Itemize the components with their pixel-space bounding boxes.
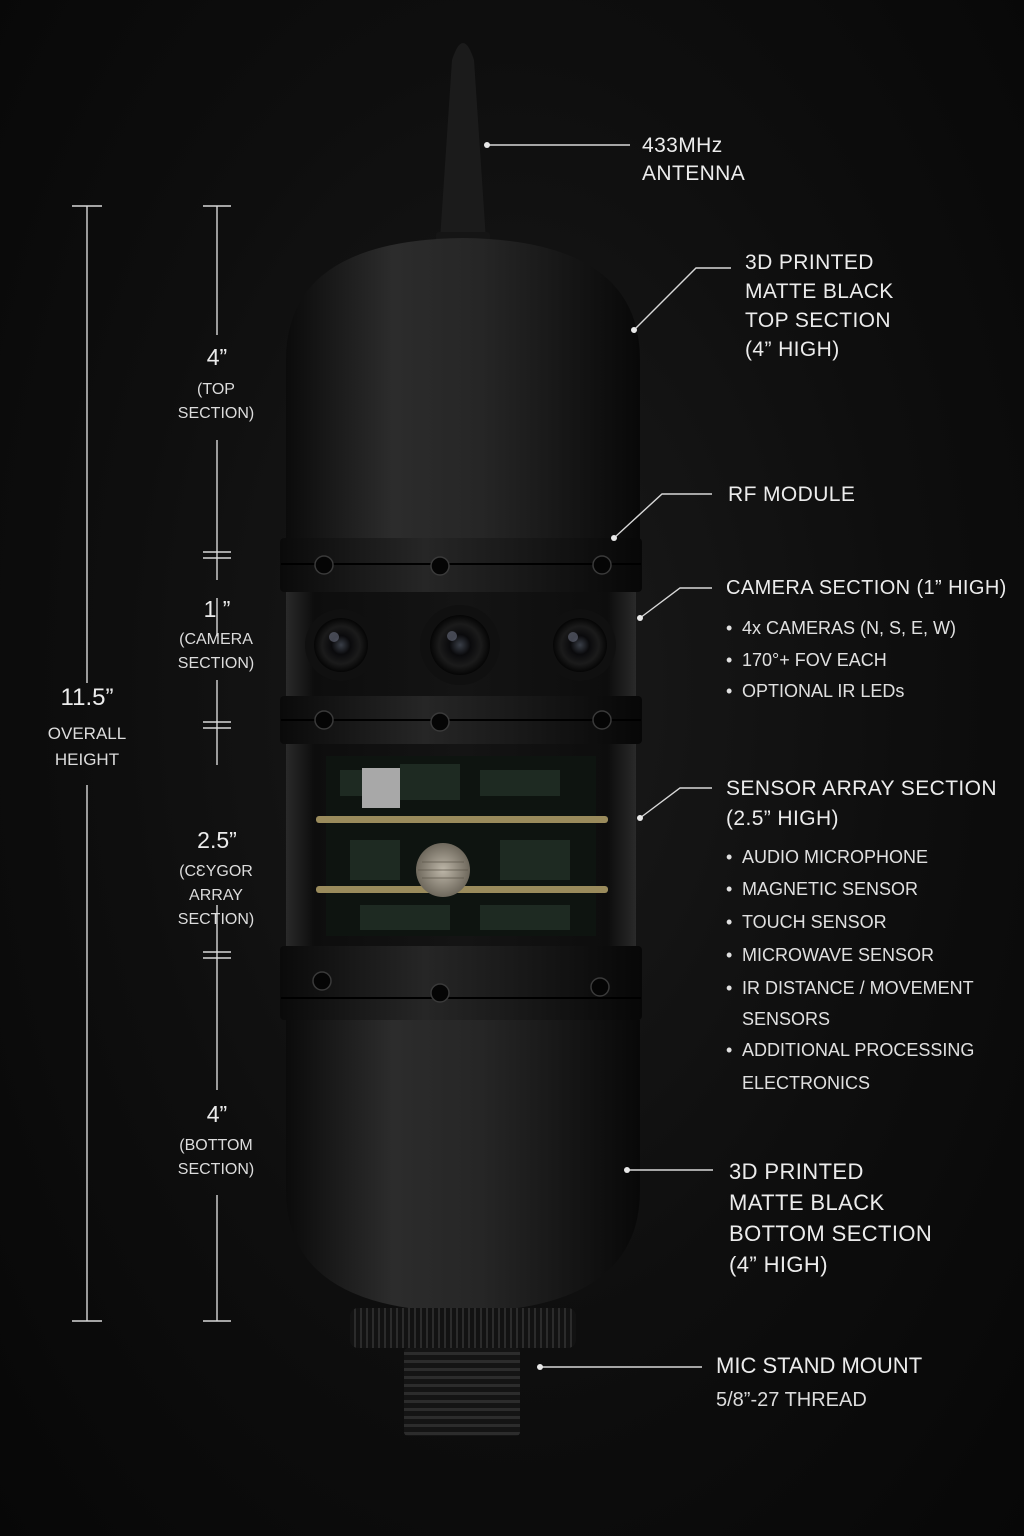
sensor-section-dim-caption: (CƐYGOR ARRAY SECTION) (151, 860, 281, 932)
dim-caption-line: (CAMERA (179, 631, 253, 648)
top-section-callout: 3D PRINTED MATTE BLACK TOP SECTION (4” H… (745, 248, 894, 364)
camera-section-dim-value: 1 ” (203, 596, 231, 622)
callout-line: MATTE BLACK (729, 1190, 885, 1215)
bottom-section-dim-caption: (BOTTOM SECTION) (151, 1134, 281, 1182)
sensor-bullet: MICROWAVE SENSOR (726, 945, 934, 966)
camera-section-title: CAMERA SECTION (1” HIGH) (726, 577, 1007, 599)
mic-stand-mount-title: MIC STAND MOUNT (716, 1353, 923, 1378)
bottom-section-dim-value: 4” (206, 1101, 228, 1127)
antenna-callout: 433MHz ANTENNA (642, 132, 745, 188)
callout-line: 3D PRINTED (729, 1159, 864, 1184)
camera-section-dim-caption: (CAMERA SECTION) (151, 628, 281, 676)
camera-bullet: 4x CAMERAS (N, S, E, W) (726, 618, 956, 639)
overall-caption-line: OVERALL (47, 724, 127, 743)
top-section-dim-value: 4” (206, 344, 228, 370)
callout-line: (4” HIGH) (745, 338, 840, 361)
dim-caption-line: (TOP (197, 381, 235, 398)
camera-bullet: 170°+ FOV EACH (726, 650, 887, 671)
dim-caption-line: SECTION) (177, 1161, 255, 1178)
callout-line: TOP SECTION (745, 309, 891, 332)
dim-caption-line: (CƐYGOR ARRAY (179, 863, 253, 904)
callout-line: MATTE BLACK (745, 280, 894, 303)
overall-caption-line: HEIGHT (54, 749, 120, 769)
bottom-section-callout: 3D PRINTED MATTE BLACK BOTTOM SECTION (4… (729, 1156, 932, 1280)
rf-module-callout: RF MODULE (728, 483, 856, 506)
dim-caption-line: (BOTTOM (179, 1137, 253, 1154)
overall-height-caption: OVERALL HEIGHT (22, 721, 152, 772)
sensor-bullet: ADDITIONAL PROCESSING (726, 1040, 974, 1061)
mic-stand-thread-spec: 5/8”-27 THREAD (716, 1389, 867, 1411)
callout-line: 433MHz (642, 134, 723, 157)
camera-bullet: OPTIONAL IR LEDs (726, 681, 904, 702)
callout-line: ANTENNA (642, 162, 746, 185)
sensor-bullet: IR DISTANCE / MOVEMENT (726, 978, 974, 999)
sensor-bullet-continuation: SENSORS (742, 1009, 831, 1029)
callout-line: 3D PRINTED (745, 251, 874, 274)
dim-caption-line: SECTION) (177, 911, 255, 928)
callout-line: (2.5” HIGH) (726, 807, 839, 830)
top-section-dim-caption: (TOP SECTION) (151, 378, 281, 426)
overall-height-value: 11.5” (60, 684, 114, 711)
sensor-bullet: AUDIO MICROPHONE (726, 847, 928, 868)
sensor-bullet: MAGNETIC SENSOR (726, 879, 918, 900)
sensor-section-dim-value: 2.5” (197, 827, 237, 853)
sensor-bullet: TOUCH SENSOR (726, 912, 887, 933)
callout-line: SENSOR ARRAY SECTION (726, 777, 997, 800)
dim-caption-line: SECTION) (177, 405, 255, 422)
callout-line: (4” HIGH) (729, 1252, 828, 1277)
sensor-bullet-continuation: ELECTRONICS (742, 1073, 871, 1093)
dim-caption-line: SECTION) (177, 655, 255, 672)
sensor-section-title: SENSOR ARRAY SECTION (2.5” HIGH) (726, 774, 997, 834)
callout-line: BOTTOM SECTION (729, 1221, 933, 1246)
